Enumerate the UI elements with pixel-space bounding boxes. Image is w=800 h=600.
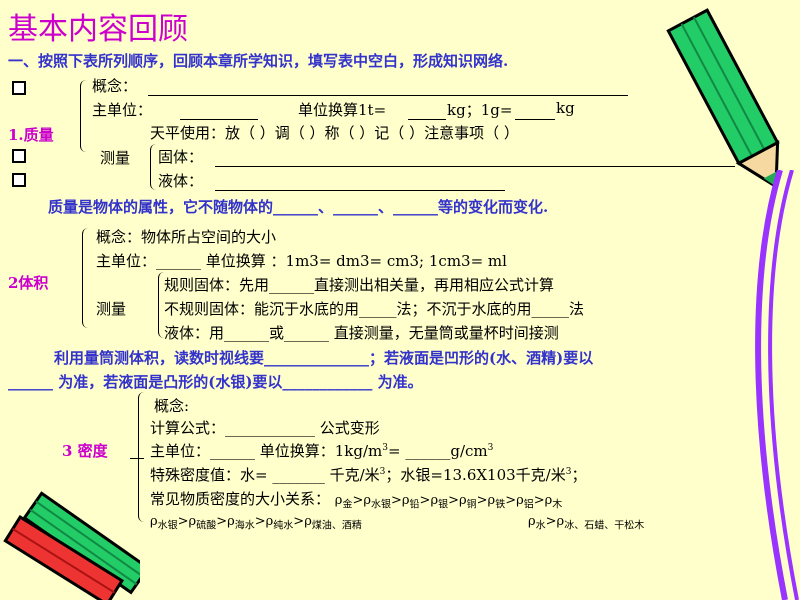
density-order-row2: ρ水银>ρ硫酸>ρ海水>ρ纯水>ρ煤油、酒精 <box>150 514 362 532</box>
volume-note1: 利用量筒测体积，读数时视线要______________；若液面是凹形的(水、酒… <box>54 349 594 367</box>
mass-property: 质量是物体的属性，它不随物体的______、______、______等的变化而… <box>48 198 549 216</box>
mass-t-blank <box>408 119 446 120</box>
volume-unit: 主单位：______ 单位换算 ：1m3= dm3= cm3; 1cm3= ml <box>96 252 507 270</box>
volume-measure-brace <box>158 272 165 338</box>
mass-liquid-blank <box>215 190 505 191</box>
density-brace-tick <box>130 458 144 459</box>
bullet-square <box>12 149 26 163</box>
density-brace <box>138 392 147 522</box>
mass-solid-blank <box>215 166 735 167</box>
volume-label: 2体积 <box>8 274 49 292</box>
volume-measure: 测量 <box>96 300 127 318</box>
volume-concept: 概念：物体所占空间的大小 <box>96 228 277 246</box>
mass-g-blank <box>515 119 555 120</box>
mass-label: 1.质量 <box>8 126 54 144</box>
mass-concept: 概念： <box>92 77 138 95</box>
density-unit: 主单位：______ 单位换算：1kg/m3= ______g/cm3 <box>150 442 494 460</box>
purple-curve-decoration <box>755 170 799 600</box>
mass-kg2: kg <box>556 99 575 117</box>
volume-brace <box>82 228 91 328</box>
bullet-square <box>12 173 26 187</box>
pencil-body <box>666 8 780 166</box>
pencil-tip <box>735 140 780 190</box>
density-order: 常见物质密度的大小关系： ρ金>ρ水银>ρ铅>ρ银>ρ铜>ρ铁>ρ铝>ρ木 <box>150 490 563 511</box>
mass-unit-blank <box>180 119 258 120</box>
mass-solid: 固体： <box>158 148 204 166</box>
pencil-decoration-bottom <box>3 491 140 600</box>
mass-kg: kg；1g= <box>447 101 513 119</box>
volume-irregular: 不规则固体：能沉于水底的用_____法；不沉于水底的用_____法 <box>164 300 585 318</box>
volume-regular: 规则固体：先用______直接测出相关量，再用相应公式计算 <box>164 276 555 294</box>
intro-text: 一、按照下表所列顺序，回顾本章所学知识，填写表中空白，形成知识网络. <box>8 52 509 70</box>
bullet-square <box>12 81 26 95</box>
density-special: 特殊密度值：水= _______ 千克/米3；水银=13.6X103千克/米3； <box>150 466 587 484</box>
density-order-row3: ρ水>ρ冰、石蜡、干松木 <box>528 514 645 532</box>
mass-balance: 天平使用：放（ ）调（ ）称（ ）记（ ）注意事项（ ） <box>150 124 519 142</box>
density-formula: 计算公式：____________ 公式变形 <box>150 419 380 437</box>
mass-concept-blank <box>148 95 628 96</box>
page-title: 基本内容回顾 <box>8 12 188 47</box>
mass-measure-brace <box>150 144 157 190</box>
volume-liquid: 液体：用______或______ 直接测量，无量筒或量杯时间接测 <box>164 324 559 342</box>
mass-brace <box>80 80 89 152</box>
mass-liquid: 液体： <box>158 172 204 190</box>
volume-note2: ______ 为准，若液面是凸形的(水银)要以____________ 为准。 <box>8 373 423 391</box>
mass-measure: 测量 <box>100 149 131 167</box>
density-label: 3 密度 <box>62 442 108 460</box>
mass-convert: 单位换算1t= <box>298 101 387 119</box>
mass-unit: 主单位： <box>92 101 153 119</box>
pencil-decoration-top <box>666 8 780 190</box>
density-concept: 概念: <box>154 397 190 415</box>
